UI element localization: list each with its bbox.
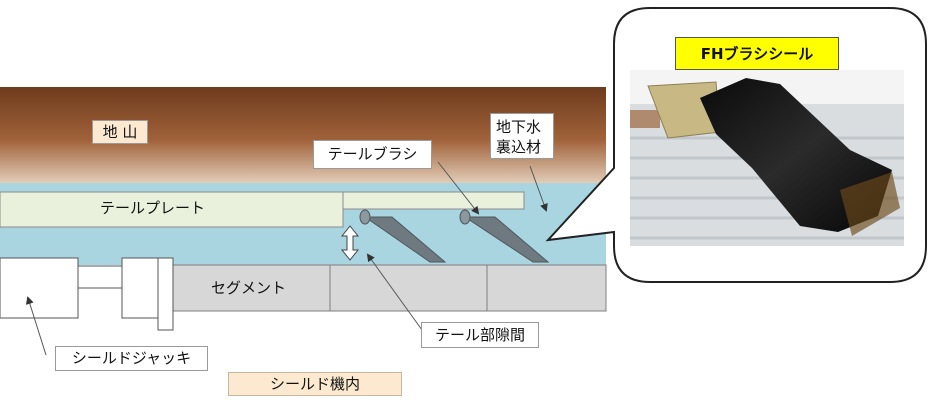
tail-brush-arms bbox=[359, 209, 550, 263]
fh-brush-seal-photo bbox=[630, 70, 904, 246]
segment-row bbox=[172, 264, 607, 312]
tail-clearance-arrow bbox=[340, 225, 360, 261]
segment-label: セグメント bbox=[211, 279, 287, 297]
groundwater-backfill-label: 地下水 裏込材 bbox=[490, 113, 554, 159]
tail-plate bbox=[0, 191, 344, 228]
photo-title-label: FHブラシシール bbox=[675, 37, 839, 70]
tail-plate-label: テールプレート bbox=[100, 199, 206, 217]
shield-jack bbox=[0, 257, 174, 331]
tail-brush-label: テールブラシ bbox=[313, 140, 432, 169]
shield-jack-label: シールドジャッキ bbox=[55, 346, 208, 371]
tail-clearance-label: テール部隙間 bbox=[421, 322, 539, 348]
groundwater-text: 地下水 bbox=[496, 118, 542, 136]
inside-shield-label: シールド機内 bbox=[228, 372, 402, 396]
ground-label: 地 山 bbox=[92, 120, 148, 144]
backfill-text: 裏込材 bbox=[496, 137, 542, 156]
brush-support-plate bbox=[342, 191, 525, 210]
